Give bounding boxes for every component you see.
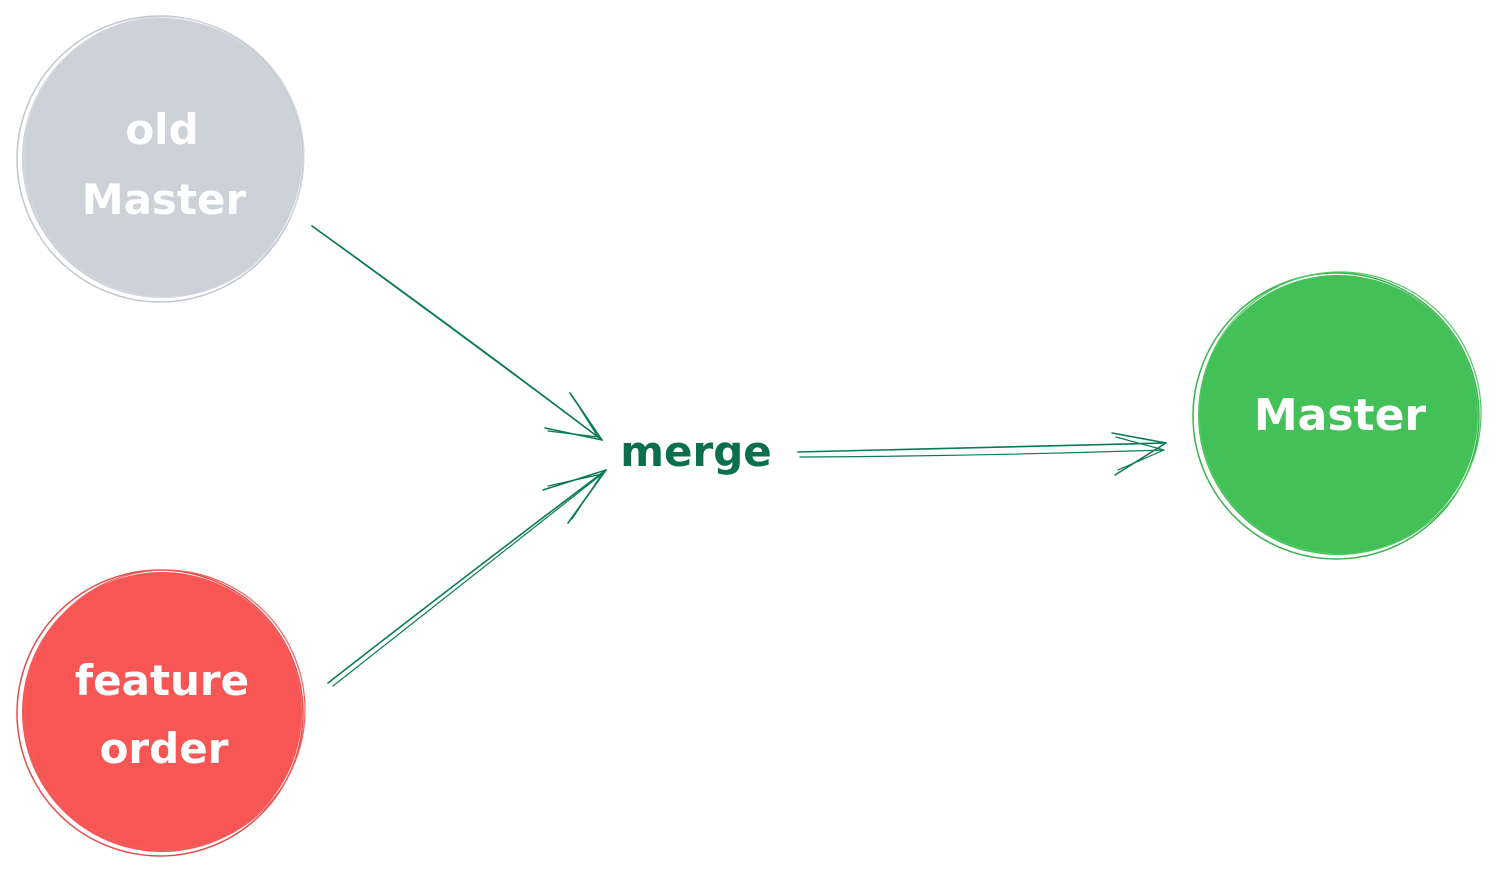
arrow-old-master-to-merge [311, 225, 603, 441]
feature-order-label-line-1: feature [75, 656, 249, 705]
old-master-node: old Master [16, 15, 305, 303]
master-sketch-outline-2 [1198, 271, 1482, 555]
arrow-merge-shaft [797, 442, 1167, 453]
arrow-feature-order-shaft-2 [332, 473, 603, 687]
arrow-merge-shaft-2 [799, 449, 1165, 458]
old-master-label-line-1: old [125, 105, 198, 154]
old-master-sketch-outline-2 [23, 16, 305, 298]
old-master-circle [22, 18, 302, 298]
feature-order-circle [22, 572, 302, 852]
feature-order-node: feature order [16, 569, 306, 857]
arrow-old-master-head-2 [547, 396, 599, 438]
arrow-feature-order-head-2 [547, 473, 603, 520]
old-master-sketch-outline [16, 15, 304, 303]
feature-order-sketch-outline-2 [24, 569, 306, 851]
master-circle [1198, 275, 1478, 555]
master-node: Master [1192, 271, 1482, 560]
master-sketch-outline [1192, 272, 1480, 560]
old-master-label-line-2: Master [82, 175, 247, 224]
arrow-merge-to-master [797, 432, 1167, 476]
arrow-feature-order-shaft [327, 469, 607, 684]
feature-order-label-line-2: order [100, 724, 229, 773]
arrow-old-master-shaft-2 [315, 228, 599, 438]
merge-label: merge [620, 427, 772, 476]
master-label: Master [1254, 390, 1427, 441]
arrow-merge-head-2 [1115, 436, 1165, 471]
arrow-feature-order-to-merge [327, 469, 607, 687]
